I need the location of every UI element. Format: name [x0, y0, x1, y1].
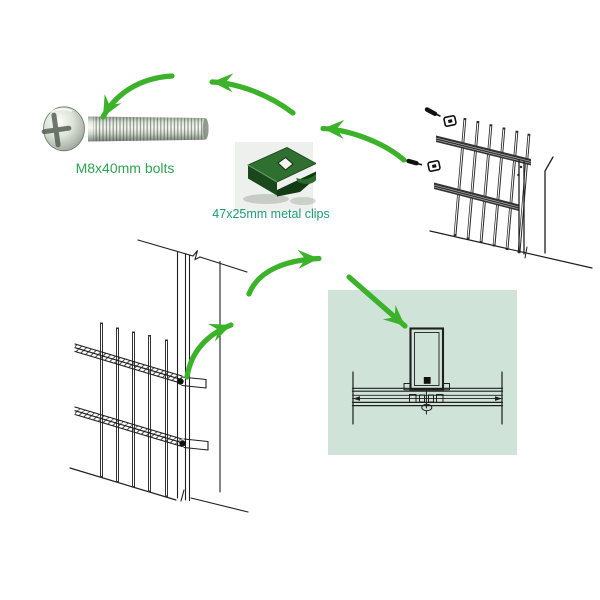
fence-bars: [100, 322, 168, 497]
arrow-into-bolt-thread: [100, 73, 175, 120]
rails-top-view: [351, 371, 504, 425]
fence-rails: [74, 343, 183, 448]
fence-rails: [433, 135, 532, 211]
arrow-into-cross-section: [346, 274, 408, 329]
bolt-caption: M8x40mm bolts: [75, 160, 175, 176]
clip-caption: 47x25mm metal clips: [212, 207, 330, 221]
clip-on-post-bottom: [179, 438, 209, 451]
cross-section-drawing: [351, 327, 504, 425]
clip-symbol-top: [443, 115, 457, 127]
clip-bolt-top-view: [409, 389, 444, 415]
metal-clip-photo: [235, 142, 316, 212]
bolt-symbol-bottom: [406, 158, 423, 166]
fence-panel-drawing: [406, 107, 593, 269]
arrow-clip-to-bolt: [209, 73, 296, 116]
arrow-post-to-detail-1: [184, 322, 234, 380]
bolt-symbol-top: [424, 107, 441, 118]
bolt-shank: [88, 116, 209, 142]
arrow-post-to-detail-2: [246, 249, 322, 297]
bolt-head: [41, 106, 85, 152]
post-top-view: [403, 327, 450, 391]
ground-line: [429, 230, 593, 269]
panel-edge: [517, 159, 525, 255]
far-post: [544, 156, 554, 254]
clip-square-hole: [277, 156, 294, 171]
fence-post-assembly-drawing: [69, 239, 249, 513]
clip-symbol-bottom: [427, 160, 441, 172]
bolt-photo: [41, 106, 209, 152]
arrow-panel-to-clip: [320, 119, 407, 163]
clip-body: [247, 147, 316, 197]
ground-line: [69, 467, 177, 501]
cross-section-box: [328, 290, 517, 455]
phillips-cross-icon: [41, 112, 72, 148]
